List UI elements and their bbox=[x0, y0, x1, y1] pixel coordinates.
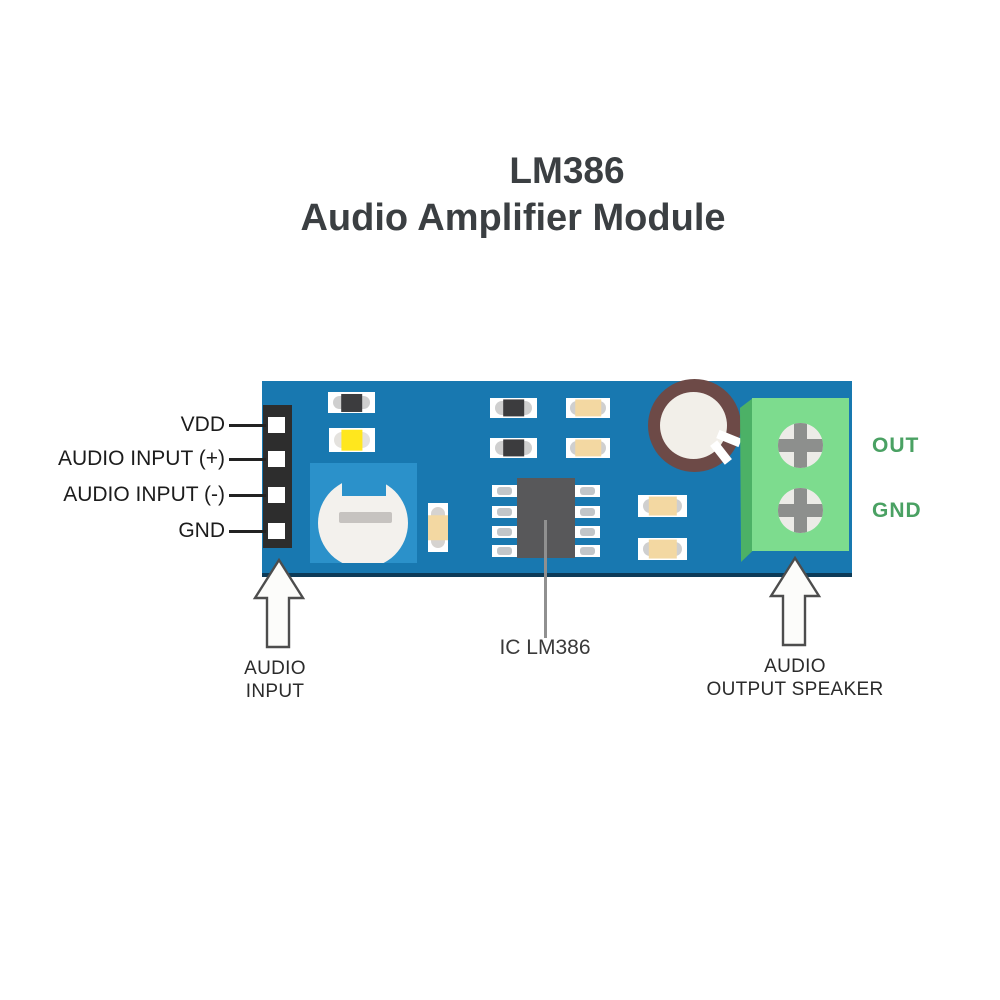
terminal-label-out: OUT bbox=[872, 434, 920, 457]
smd-capacitor bbox=[566, 438, 610, 458]
potentiometer-slot bbox=[339, 512, 392, 523]
pin-audio-in-plus bbox=[268, 451, 285, 467]
ic-leg bbox=[575, 506, 600, 518]
terminal-screw-out bbox=[778, 423, 823, 468]
smd-resistor bbox=[490, 438, 537, 458]
annotation-line: OUTPUT SPEAKER bbox=[706, 679, 884, 700]
potentiometer bbox=[310, 463, 417, 563]
leader-line bbox=[229, 494, 266, 497]
ic-leg bbox=[492, 545, 517, 557]
terminal-label-gnd: GND bbox=[872, 499, 922, 522]
arrow-up-icon bbox=[252, 557, 306, 649]
potentiometer-notch bbox=[342, 470, 386, 496]
ic-leg bbox=[575, 545, 600, 557]
pin-vdd bbox=[268, 417, 285, 433]
annotation-audio-input: AUDIO INPUT bbox=[244, 657, 306, 703]
ic-leg bbox=[492, 485, 517, 497]
pin-audio-in-minus bbox=[268, 487, 285, 503]
smd-resistor bbox=[328, 392, 375, 413]
ic-leader-line bbox=[544, 520, 547, 638]
smd-capacitor bbox=[566, 398, 610, 418]
pin-label-vdd: VDD bbox=[180, 413, 225, 436]
annotation-line: AUDIO bbox=[244, 658, 306, 679]
annotation-line: AUDIO bbox=[764, 656, 826, 677]
pin-label-gnd: GND bbox=[178, 519, 225, 542]
annotation-audio-output: AUDIO OUTPUT SPEAKER bbox=[707, 655, 884, 701]
smd-led bbox=[329, 428, 375, 452]
ic-leg bbox=[492, 526, 517, 538]
ic-label: IC LM386 bbox=[499, 636, 591, 659]
smd-capacitor bbox=[638, 538, 687, 560]
annotation-line: INPUT bbox=[245, 681, 305, 702]
smd-resistor bbox=[490, 398, 537, 418]
leader-line bbox=[229, 458, 266, 461]
arrow-up-icon bbox=[768, 555, 822, 647]
screw-terminal-side bbox=[740, 398, 753, 562]
title-line1: LM386 bbox=[509, 150, 625, 191]
pin-label-audio-in-plus: AUDIO INPUT (+) bbox=[57, 447, 225, 470]
terminal-screw-gnd bbox=[778, 488, 823, 533]
pin-gnd bbox=[268, 523, 285, 539]
pin-label-audio-in-minus: AUDIO INPUT (-) bbox=[63, 483, 225, 506]
smd-capacitor-vertical bbox=[428, 503, 448, 552]
leader-line bbox=[229, 530, 266, 533]
ic-leg bbox=[575, 485, 600, 497]
title-line2: Audio Amplifier Module bbox=[300, 197, 726, 239]
leader-line bbox=[229, 424, 266, 427]
ic-leg bbox=[575, 526, 600, 538]
ic-leg bbox=[492, 506, 517, 518]
smd-capacitor bbox=[638, 495, 687, 517]
